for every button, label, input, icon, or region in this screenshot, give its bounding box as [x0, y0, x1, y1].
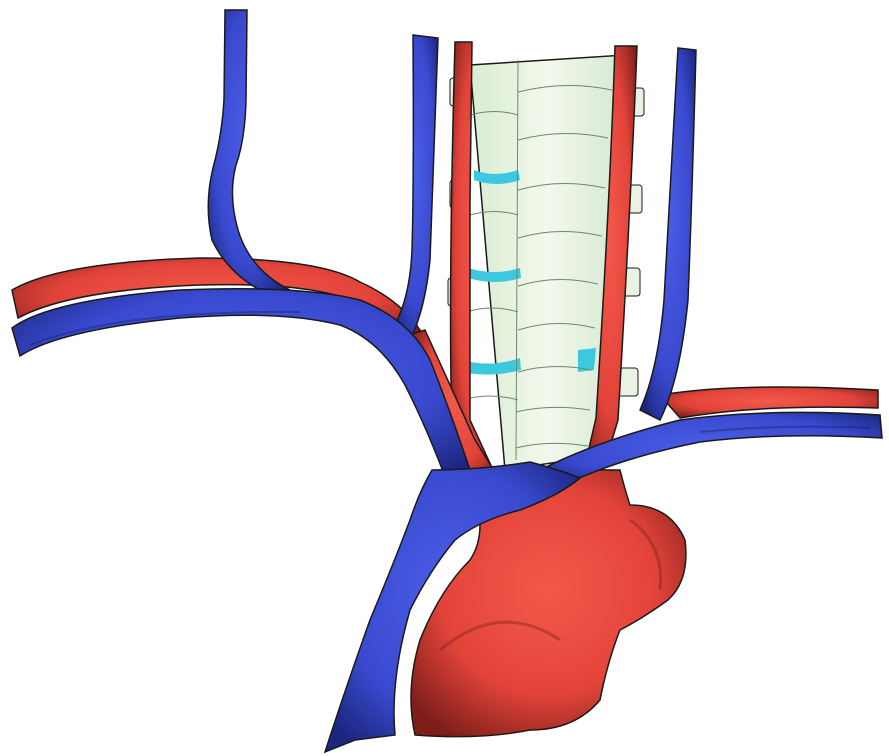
arteries: [12, 42, 878, 737]
external-jugular-vein: [208, 10, 290, 300]
internal-jugular-vein-left: [392, 35, 438, 340]
internal-jugular-vein-right: [640, 48, 696, 420]
